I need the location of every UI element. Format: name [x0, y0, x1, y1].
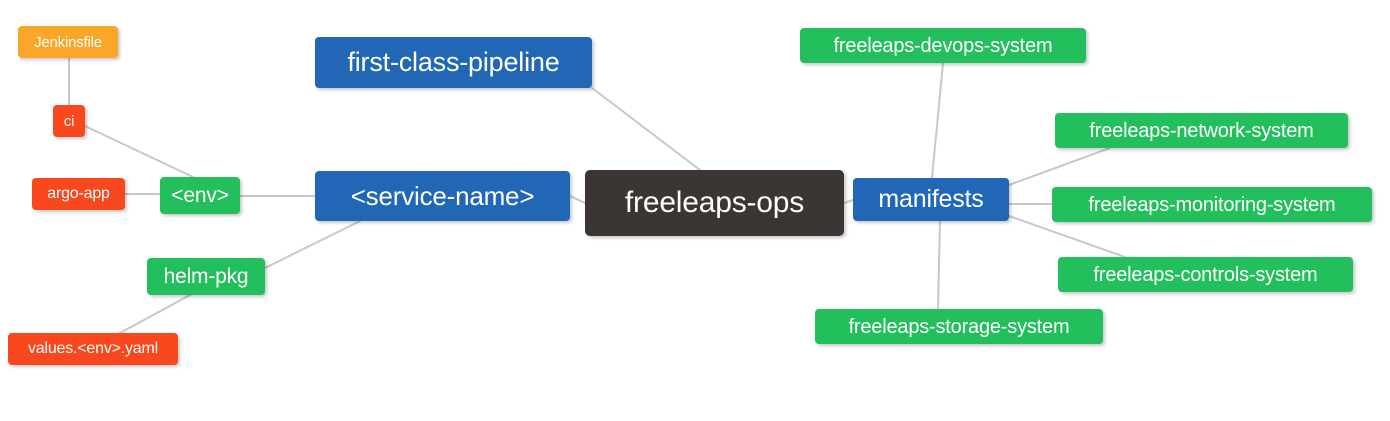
- node-freeleaps-storage-system[interactable]: freeleaps-storage-system: [815, 309, 1103, 344]
- node-env[interactable]: <env>: [160, 177, 240, 214]
- node-freeleaps-devops-system[interactable]: freeleaps-devops-system: [800, 28, 1086, 63]
- node-freeleaps-controls-system[interactable]: freeleaps-controls-system: [1058, 257, 1353, 292]
- edge-manifests-to-freeleaps-storage-system: [937, 220, 941, 310]
- node-freeleaps-network-system[interactable]: freeleaps-network-system: [1055, 113, 1348, 148]
- edge-manifests-to-freeleaps-devops-system: [931, 62, 944, 179]
- node-values-yaml[interactable]: values.<env>.yaml: [8, 333, 178, 365]
- node-argo-app[interactable]: argo-app: [32, 178, 125, 210]
- node-manifests[interactable]: manifests: [853, 178, 1009, 221]
- edge-manifests-to-freeleaps-network-system: [1008, 147, 1111, 186]
- node-jenkinsfile[interactable]: Jenkinsfile: [18, 26, 118, 58]
- node-root[interactable]: freeleaps-ops: [585, 170, 844, 236]
- node-ci[interactable]: ci: [53, 105, 85, 137]
- edge-root-to-manifests: [843, 199, 854, 204]
- node-helm-pkg[interactable]: helm-pkg: [147, 258, 265, 295]
- edge-service-name-to-helm-pkg: [264, 220, 361, 269]
- edge-manifests-to-freeleaps-controls-system: [1008, 215, 1126, 258]
- edge-root-to-first-class-pipeline: [591, 87, 701, 171]
- node-freeleaps-monitoring-system[interactable]: freeleaps-monitoring-system: [1052, 187, 1372, 222]
- node-first-class-pipeline[interactable]: first-class-pipeline: [315, 37, 592, 88]
- edge-helm-pkg-to-values-yaml: [119, 294, 191, 334]
- node-service-name[interactable]: <service-name>: [315, 171, 570, 221]
- edge-env-to-ci: [84, 125, 194, 178]
- edge-root-to-service-name: [569, 195, 586, 204]
